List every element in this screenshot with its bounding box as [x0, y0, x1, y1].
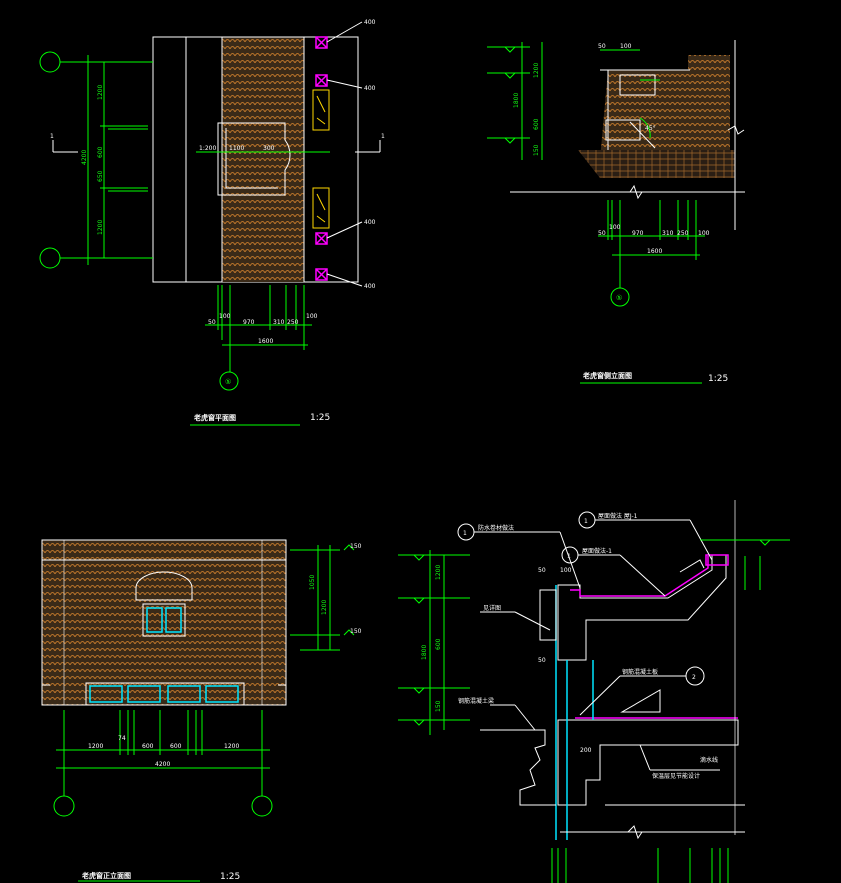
plan-dim: 1200: [97, 220, 104, 235]
front-scale: 1:25: [220, 872, 240, 882]
plan-axis-bubble: [219, 371, 239, 391]
plan-bottom-dim-total: 1600: [258, 338, 273, 345]
section-upper-slab: [557, 554, 727, 661]
front-grid-bubble-left: [53, 795, 75, 817]
front-view: 1050 1200 150 150 1200 74 600 600 1200 4…: [41, 539, 362, 882]
front-bottom-dim: 1200: [88, 743, 103, 750]
section-view: 1800 1200 600 150 50 100 50 200 1 1 1 2 …: [398, 500, 790, 883]
section-dim: 600: [435, 638, 442, 650]
plan-dim: 600: [97, 146, 104, 158]
front-arch: [135, 571, 193, 601]
plan-grid-bubble-bottom: [39, 247, 61, 269]
section-note: 滴水线: [700, 756, 718, 764]
section-dim: 1200: [435, 565, 442, 580]
plan-dormer-outline: [217, 122, 291, 196]
section-note: 防水卷材做法: [478, 524, 514, 532]
front-dim: 150: [350, 543, 362, 550]
section-note: 屋面做法 屋J-1: [598, 512, 638, 520]
front-bottom-dim-total: 4200: [155, 761, 170, 768]
section-note: 屋面做法-1: [582, 547, 612, 555]
side-dim: 1200: [533, 63, 540, 78]
section-note: 钢筋混凝土梁: [458, 697, 494, 705]
section-dim: 200: [580, 747, 592, 754]
plan-scale: 1:25: [310, 413, 330, 423]
plan-roof-tiles: [222, 37, 304, 282]
side-bottom-dim: 100: [698, 230, 710, 237]
plan-bottom-dim: 100: [306, 313, 318, 320]
plan-grid-bubble-top: [39, 51, 61, 73]
section-mark-label: 1: [381, 133, 385, 140]
front-base-vents: [85, 682, 245, 706]
plan-drain-label: 400: [364, 219, 376, 226]
plan-bottom-dim: 310: [273, 319, 285, 326]
section-note: 见详图: [483, 604, 501, 612]
front-bottom-dim: 600: [170, 743, 182, 750]
side-title: 老虎窗侧立面图: [582, 371, 632, 380]
front-bottom-dim: 600: [142, 743, 154, 750]
side-top-dim: 50: [598, 43, 606, 50]
side-dim: 1800: [513, 93, 520, 108]
side-slope-label: 45°: [645, 125, 656, 132]
plan-bottom-dim: 970: [243, 319, 255, 326]
front-window: [142, 603, 186, 637]
plan-title: 老虎窗平面图: [193, 413, 236, 422]
side-bottom-dim: 310: [662, 230, 674, 237]
side-axis-bubble: [610, 287, 630, 307]
plan-drain-label: 400: [364, 85, 376, 92]
section-dim: 150: [435, 700, 442, 712]
plan-drain-label: 400: [364, 283, 376, 290]
plan-dim: 650: [97, 170, 104, 182]
front-title: 老虎窗正立面图: [81, 871, 131, 880]
plan-axis-label: ⑤: [225, 378, 231, 386]
front-dim: 1050: [309, 575, 316, 590]
side-bottom-dim: 970: [632, 230, 644, 237]
side-top-dim: 100: [620, 43, 632, 50]
front-bottom-dim: 74: [118, 735, 126, 742]
side-dim: 600: [533, 118, 540, 130]
section-note: 钢筋混凝土板: [622, 668, 658, 676]
side-axis-label: ⑤: [616, 294, 622, 302]
front-roof-tiles: [42, 540, 286, 705]
front-dim: 150: [350, 628, 362, 635]
side-bottom-dim-total: 1600: [647, 248, 662, 255]
side-ground-hatch: [578, 150, 735, 178]
plan-inner-dim: 1100: [229, 145, 244, 152]
front-grid-bubble-right: [251, 795, 273, 817]
plan-view: 400 400 400 400 1:200 1100 300 1 1 4200 …: [39, 19, 385, 426]
plan-bottom-dim: 250: [287, 319, 299, 326]
section-dim: 50: [538, 567, 546, 574]
section-dim: 1800: [421, 645, 428, 660]
plan-drain-label: 400: [364, 19, 376, 26]
side-scale: 1:25: [708, 374, 728, 384]
section-note: 保温层见节能设计: [652, 772, 700, 780]
section-dim: 50: [538, 657, 546, 664]
section-cornice: [480, 729, 556, 806]
side-dim: 150: [533, 144, 540, 156]
side-bottom-dim: 250: [677, 230, 689, 237]
plan-bottom-dim: 100: [219, 313, 231, 320]
plan-dim-total: 4200: [81, 150, 88, 165]
plan-inner-dim: 1:200: [199, 145, 216, 152]
side-bottom-dim: 100: [609, 224, 621, 231]
side-view: 45° 1800 1200 600 150 50 100: [487, 40, 745, 384]
side-bottom-dim: 50: [598, 230, 606, 237]
section-dim: 100: [560, 567, 572, 574]
plan-bottom-dim: 50: [208, 319, 216, 326]
front-dim: 1200: [321, 600, 328, 615]
svg-text:2: 2: [692, 674, 696, 681]
plan-window-glyph: [312, 187, 330, 229]
svg-text:1: 1: [463, 530, 467, 537]
section-mark-label: 1: [50, 133, 54, 140]
plan-dim: 1200: [97, 85, 104, 100]
svg-text:1: 1: [584, 518, 588, 525]
front-bottom-dim: 1200: [224, 743, 239, 750]
plan-window-glyph: [312, 89, 330, 131]
plan-drain-markers: [315, 36, 328, 281]
plan-inner-dim: 300: [263, 145, 275, 152]
